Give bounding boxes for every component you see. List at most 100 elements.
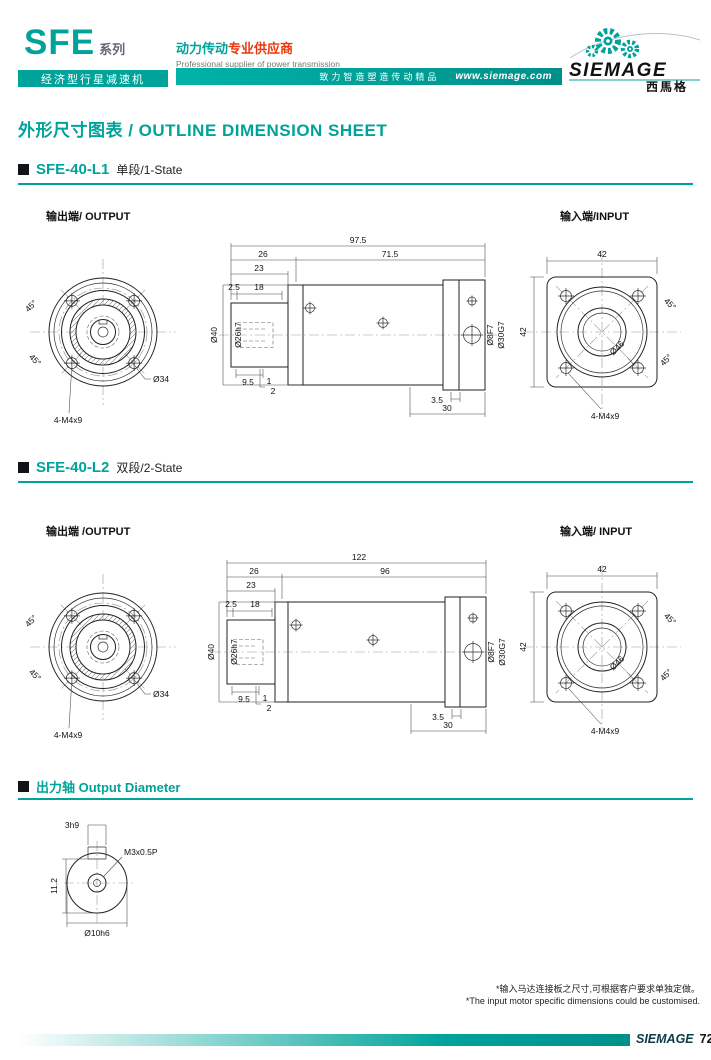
dim-key-width: 3h9 [65,820,79,830]
supplier-tagline: 动力传动专业供应商 Professional supplier of power… [176,38,340,69]
dim-total-length: 122 [352,552,366,562]
dim-thread: M3x0.5P [124,847,158,857]
dim-flange-height: 42 [518,327,528,337]
shaft-section-title: 出力轴 Output Diameter [36,780,181,795]
gearbox-outline [230,279,486,391]
dim-mount-length: 30 [443,720,453,730]
dim-total-length: 97.5 [350,235,367,245]
footer-notes: *输入马达连接板之尺寸,可根据客户要求单独定做。 *The input moto… [340,983,700,1007]
output-side-label: 输出端/ OUTPUT [46,211,131,223]
page-number: 72 [699,1032,711,1046]
brand-name-zh: 西馬格 [646,79,688,92]
dimension-lines [62,824,128,927]
leader-lines [68,676,151,729]
dim-flange-dia: Ø34 [153,689,169,699]
input-view-l1: 42 42 Ø46 4-M4x9 45° 45° [518,249,681,421]
leader-lines [68,361,151,414]
dim-angle-2: 45° [27,352,43,368]
dim-hub-length: 23 [246,580,256,590]
dim-body-dia: Ø40 [206,644,216,660]
dim-bore-length: 18 [250,599,260,609]
gearbox-outline [226,596,487,708]
dim-mount-screws: 4-M4x9 [54,730,83,740]
dim-flange-dia: Ø34 [153,374,169,384]
input-side-label: 输入端/INPUT [560,211,630,223]
dim-k3: 2 [267,703,272,713]
dim-k2: 1 [263,693,268,703]
dim-rear-segment: 96 [380,566,390,576]
section-rule [18,183,693,185]
stage-label: 双段/2-State [116,461,183,475]
dim-hub-dia: Ø26h7 [233,322,243,348]
dim-input-bore-2: Ø30G7 [496,321,506,349]
footer-note-en: *The input motor specific dimensions cou… [465,996,700,1006]
model-name: SFE-40-L1 [36,161,110,178]
dim-flange-width: 42 [597,249,607,259]
dimension-lines [530,572,658,725]
dim-input-bore-2: Ø30G7 [497,638,507,666]
dim-step: 2.5 [228,282,240,292]
dim-mount-screws: 4-M4x9 [591,726,620,736]
dim-k1: 9.5 [242,377,254,387]
section-rule [18,798,693,800]
side-view-l1: 97.5 26 71.5 23 2.5 18 Ø40 Ø26h7 9.5 1 2… [209,235,506,417]
mount-screw-holes [63,292,143,372]
series-name: SFE [24,23,96,62]
dim-k2: 1 [267,376,272,386]
mount-screw-holes [558,288,646,376]
dimension-lines [218,560,487,734]
model-name: SFE-40-L2 [36,459,110,476]
output-shaft-view: 3h9 M3x0.5P 11.2 Ø10h6 [49,820,158,938]
section-bullet [18,462,29,473]
input-flange-outline [546,276,658,388]
product-type-banner: 经济型行星减速机 [18,70,168,87]
dim-rear-segment: 71.5 [382,249,399,259]
series-suffix: 系列 [99,42,126,57]
dim-input-bore-1: Ø8F7 [485,324,495,346]
input-view-l2: 42 42 Ø46 4-M4x9 45° 45° [518,564,681,736]
screw-details [289,612,484,663]
bolt-circle [58,287,148,377]
dim-mount-screws: 4-M4x9 [54,415,83,425]
gear-icon [585,28,640,59]
supplier-zh-power: 动力传动 [176,41,229,56]
dim-plate: 3.5 [432,712,444,722]
centerlines [64,841,134,925]
dim-mount-length: 30 [442,403,452,413]
dimension-lines [530,257,658,410]
screw-details [303,295,483,346]
centerlines [523,250,681,414]
dim-hub-dia: Ø26h7 [229,639,239,665]
dim-front-segment: 26 [249,566,259,576]
footer-brand-page: SIEMAGE 72 [636,1030,711,1048]
dim-bore-length: 18 [254,282,264,292]
input-side-label: 输入端/ INPUT [560,526,633,538]
series-block: SFE 系列 [24,23,126,62]
dim-k3: 2 [271,386,276,396]
supplier-tagline-zh: 动力传动专业供应商 [176,38,340,57]
dim-step: 2.5 [225,599,237,609]
dim-key-height: 11.2 [49,878,59,894]
dim-angle-2: 45° [27,667,43,683]
brand-logo-graphic: SIEMAGE 西馬格 [569,28,701,94]
footer-note-zh: *输入马达连接板之尺寸,可根据客户要求单独定做。 [495,984,700,994]
hidden-bore-lines [233,639,264,665]
dim-plate: 3.5 [431,395,443,405]
website-url[interactable]: www.siemage.com [455,71,552,82]
dim-input-bore-1: Ø8F7 [486,641,496,663]
side-view-l2: 122 26 96 23 2.5 18 Ø40 Ø26h7 9.5 1 2 3.… [206,552,507,734]
dim-angle-1: 45° [23,298,39,314]
dim-mount-screws: 4-M4x9 [591,411,620,421]
dim-shaft-dia: Ø10h6 [84,928,110,938]
mount-screw-holes [558,603,646,691]
slogan-banner: 致力智造塑造传动精品 www.siemage.com [176,68,562,85]
section-header-l2: SFE-40-L2 双段/2-State [18,459,182,476]
footer-brand: SIEMAGE [636,1032,694,1046]
stage-label: 单段/1-State [116,163,183,177]
keyway-notch [98,634,108,640]
dimension-lines [222,243,486,417]
dim-hub-length: 23 [254,263,264,273]
dim-angle-1: 45° [23,613,39,629]
centerlines [523,565,681,729]
